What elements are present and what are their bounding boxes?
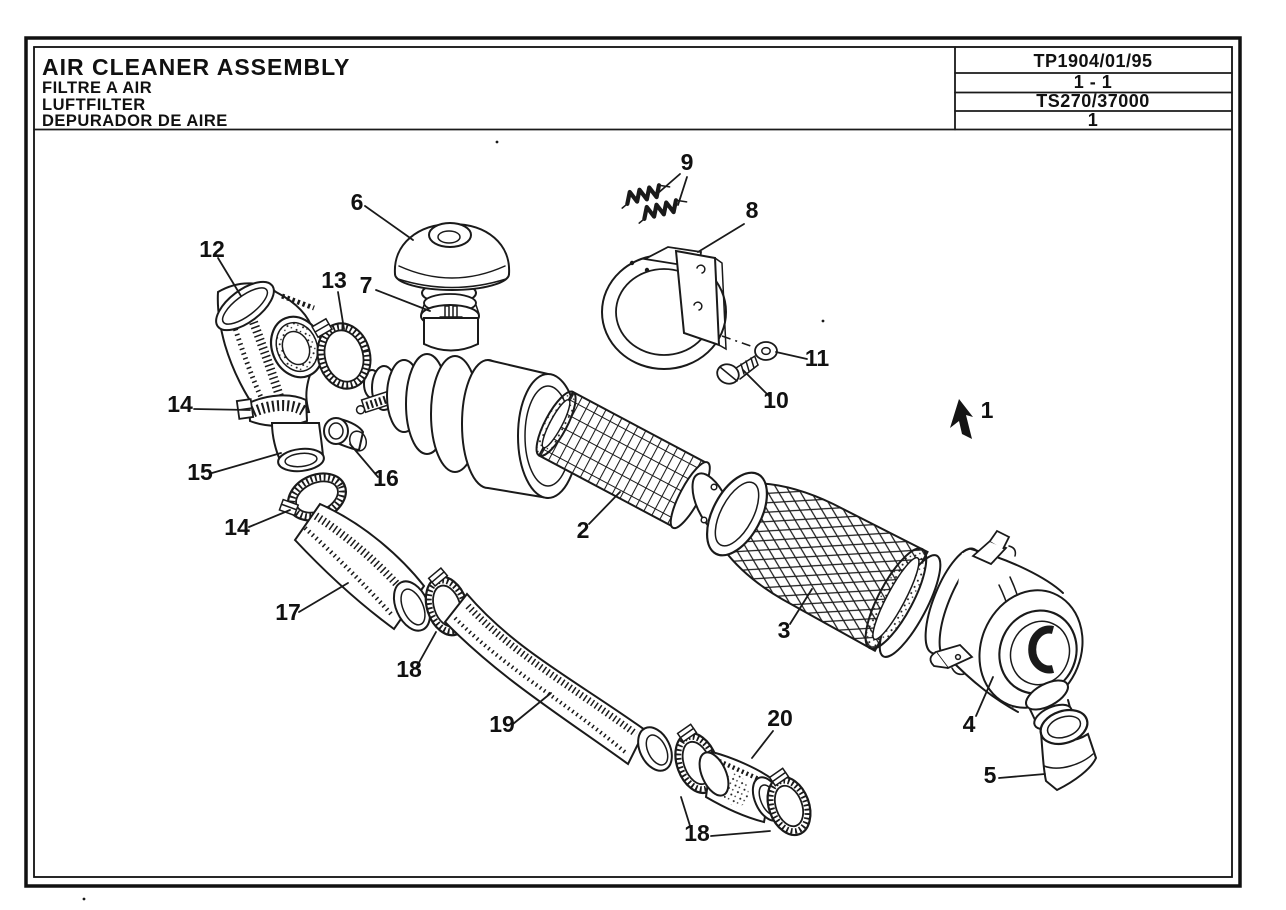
part-number-11: 11 [805,345,830,371]
ref-sheet-number: 1 [1088,110,1099,130]
part-number-13: 13 [321,267,347,293]
part-6-pre-cleaner-cap [393,222,511,304]
band-hole [644,267,650,273]
canister-center-mark [1028,625,1055,674]
part-9-springs [621,183,688,224]
ref-page-number: 1 - 1 [1074,72,1113,92]
part-4-filter-canister [924,529,1084,731]
part-17-curved-hose [293,502,432,632]
scan-speck [82,897,86,901]
title-block: AIR CLEANER ASSEMBLY FILTRE A AIR LUFTFI… [33,46,1233,131]
outer-border [24,36,1242,888]
callout-leader-7 [375,289,431,312]
callout-leader-9 [677,176,688,206]
page-title-fr: FILTRE A AIR [42,79,152,97]
callout-leader-9 [656,173,681,195]
callout-leader-3 [789,588,813,625]
part-16-plug [323,417,368,452]
part-number-1: 1 [981,397,994,423]
part-number-6: 6 [351,189,364,215]
part-3-mesh-flex-pipe [705,471,942,658]
part-14-clamp-lower [278,472,347,522]
page-title-de: LUFTFILTER [42,96,146,114]
direction-arrow-icon [950,399,973,439]
centerline [721,335,769,353]
inner-border [33,46,1233,878]
page-title-es: DEPURADOR DE AIRE [42,112,228,130]
callout-leader-4 [975,676,994,717]
part-5-dust-ejector-boot [1039,708,1098,792]
callout-leader-2 [588,491,621,525]
part-number-10: 10 [763,387,789,413]
part-7-cap-clamp [420,293,480,329]
part-19-long-hose [443,592,673,772]
part-10-bolt [716,355,759,385]
part-2-corrugated-hose [535,390,711,530]
part-number-20: 20 [767,705,793,731]
part-number-14: 14 [224,514,250,540]
callout-leader-18 [415,631,437,669]
callout-leader-12 [217,257,242,297]
callout-leader-18 [680,796,692,830]
part-number-17: 17 [275,599,301,625]
callout-leader-20 [751,730,774,759]
callout-leader-8 [697,223,745,253]
callout-leader-6 [364,205,414,241]
scan-speck [495,140,499,144]
part-14-clamp-upper [235,394,309,427]
canister-latch-bottom [929,643,974,676]
ref-model-number: TS270/37000 [1036,91,1150,111]
part-number-19: 19 [489,711,515,737]
scan-speck [821,319,825,323]
canister-end-face [998,609,1078,695]
part-8-mounting-band-bracket [601,246,769,370]
callout-leader-14 [248,509,291,528]
page-title-en: AIR CLEANER ASSEMBLY [42,54,350,80]
part-number-15: 15 [187,459,213,485]
callout-leader-10 [742,369,770,397]
callout-leader-18 [710,830,771,837]
callout-leader-15 [211,452,282,474]
callout-leader-5 [998,773,1046,779]
callout-leader-17 [298,582,349,613]
callout-leader-16 [349,443,379,478]
part-number-7: 7 [360,272,373,298]
part-number-16: 16 [373,465,399,491]
part-11-washer [754,341,778,361]
part-18-clamp-c [766,767,812,837]
part-number-18: 18 [684,820,710,846]
part-number-8: 8 [746,197,759,223]
part-number-3: 3 [778,617,791,643]
part-12-inlet-elbow [215,280,325,419]
part-number-18: 18 [396,656,422,682]
part-13-hose-clamp [311,317,372,390]
callout-leader-13 [337,291,345,330]
canister-latch-top [971,529,1017,566]
part-number-2: 2 [577,517,590,543]
cap-neck [423,317,479,352]
part-number-4: 4 [963,711,976,737]
part-number-5: 5 [984,762,997,788]
callout-leader-19 [512,692,552,725]
band-hole [629,260,635,266]
page-frame [24,36,1242,888]
callout-leader-11 [775,351,808,360]
part-15-short-hose [270,422,325,473]
part-number-12: 12 [199,236,225,262]
part-number-14: 14 [167,391,193,417]
ref-doc-number: TP1904/01/95 [1033,51,1152,71]
callout-leader-14 [193,408,251,411]
part-number-9: 9 [681,149,694,175]
